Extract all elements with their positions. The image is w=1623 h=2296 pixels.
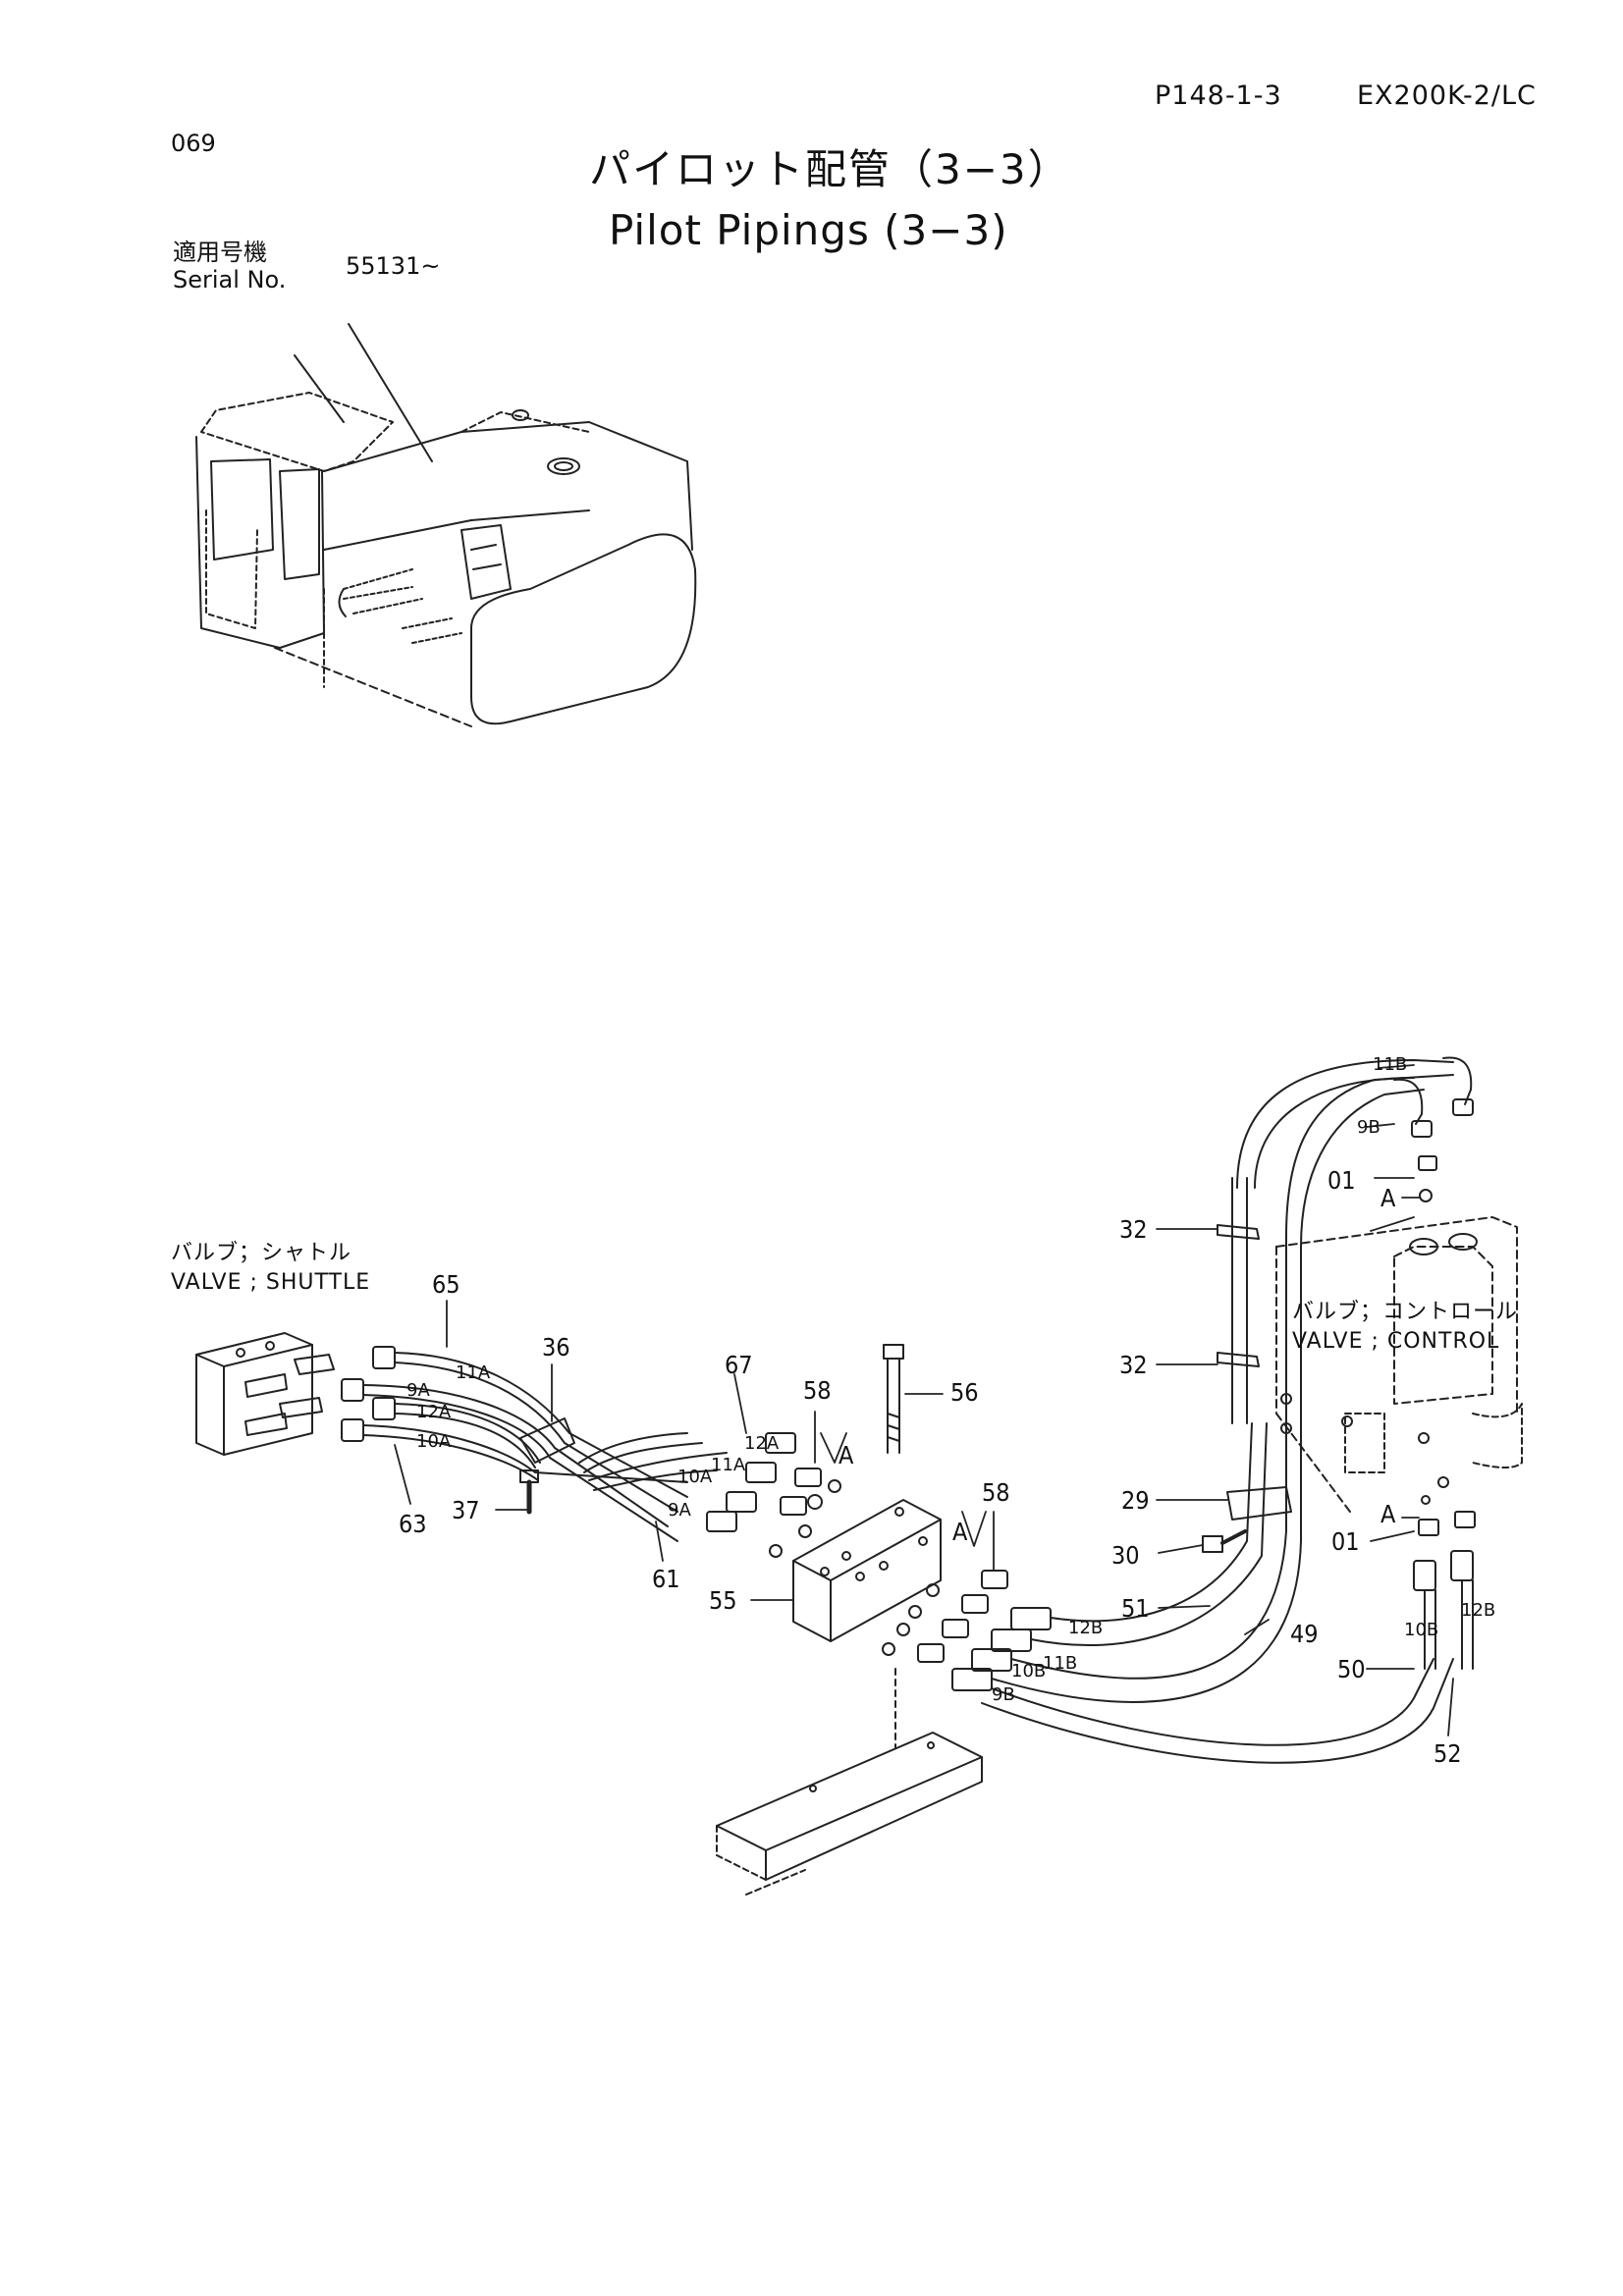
callout-32-upper: 32 (1119, 1215, 1148, 1244)
section-a-3: A (1380, 1184, 1396, 1212)
callout-63: 63 (399, 1510, 427, 1538)
callout-36: 36 (542, 1333, 570, 1362)
mounting-rail (716, 1732, 983, 1896)
leader-lines (394, 1064, 1454, 1736)
callout-49: 49 (1290, 1620, 1319, 1648)
hose-bundle-left (341, 1346, 728, 1542)
callout-58-right: 58 (982, 1478, 1010, 1507)
port-11B-control: 11B (1373, 1054, 1408, 1075)
bolt-37 (519, 1469, 539, 1515)
title-english: Pilot Pipings (3−3) (609, 206, 1008, 254)
model-number: EX200K-2/LC (1357, 80, 1537, 111)
clamp-32b (1217, 1352, 1260, 1367)
callout-29: 29 (1121, 1486, 1150, 1515)
hose-clamp (519, 1417, 575, 1464)
port-12B-junction: 12B (1068, 1618, 1104, 1638)
callout-51: 51 (1121, 1594, 1150, 1623)
shuttle-valve-label-en: VALVE ; SHUTTLE (171, 1270, 371, 1295)
port-12B-control: 12B (1461, 1600, 1496, 1621)
control-valve-label-en: VALVE ; CONTROL (1292, 1329, 1500, 1354)
page-number: 069 (171, 130, 216, 157)
control-valve-bottom-fittings (1413, 1511, 1476, 1670)
callout-37: 37 (452, 1496, 480, 1524)
port-10A-right: 10A (677, 1467, 713, 1487)
callout-58-left: 58 (803, 1376, 832, 1405)
callout-52: 52 (1434, 1739, 1462, 1768)
callout-01-upper: 01 (1327, 1166, 1356, 1195)
junction-fittings-left (706, 1432, 841, 1558)
callout-55: 55 (709, 1586, 737, 1615)
callout-61: 61 (652, 1565, 680, 1593)
port-9B-control: 9B (1357, 1117, 1380, 1138)
port-11B-junction: 11B (1043, 1653, 1078, 1674)
bolt-30 (1202, 1529, 1247, 1553)
page-reference: P148-1-3 (1155, 80, 1282, 111)
serial-label-jp: 適用号機 (173, 239, 267, 266)
callout-50: 50 (1337, 1655, 1366, 1683)
callout-32-lower: 32 (1119, 1351, 1148, 1379)
title-japanese: パイロット配管（3−3） (589, 145, 1071, 193)
control-valve (1275, 1216, 1523, 1513)
port-12A-left: 12A (416, 1402, 452, 1422)
control-valve-top-fittings (1393, 1056, 1474, 1202)
callout-65: 65 (432, 1270, 460, 1299)
port-10A-left: 10A (416, 1431, 452, 1452)
callout-30: 30 (1111, 1541, 1140, 1570)
port-9B-junction: 9B (992, 1684, 1015, 1705)
section-a-4: A (1380, 1500, 1396, 1528)
clamp-32a (1217, 1224, 1260, 1240)
control-valve-label-jp: バルブ；コントロール (1292, 1300, 1519, 1324)
serial-label-en: Serial No. (173, 266, 287, 294)
shuttle-valve-label-jp: バルブ；シャトル (171, 1241, 352, 1265)
section-a-1: A (839, 1441, 854, 1469)
clamp-29 (1226, 1486, 1292, 1521)
port-9A-left: 9A (406, 1380, 430, 1401)
port-10B-control: 10B (1404, 1620, 1439, 1640)
port-11A-left: 11A (456, 1362, 491, 1383)
serial-value: 55131~ (346, 252, 441, 280)
callout-56: 56 (950, 1378, 979, 1407)
port-10B-junction: 10B (1011, 1661, 1047, 1682)
shuttle-valve (195, 1332, 335, 1456)
callout-67: 67 (725, 1351, 753, 1379)
junction-block (792, 1499, 942, 1642)
port-11A-right: 11A (711, 1455, 746, 1475)
port-9A-right: 9A (668, 1500, 691, 1521)
port-12A-right: 12A (744, 1433, 780, 1454)
hose-bundle-right (981, 1059, 1454, 1764)
section-a-2: A (952, 1518, 968, 1546)
callout-01-lower: 01 (1331, 1527, 1360, 1556)
bolt-56 (883, 1344, 904, 1454)
